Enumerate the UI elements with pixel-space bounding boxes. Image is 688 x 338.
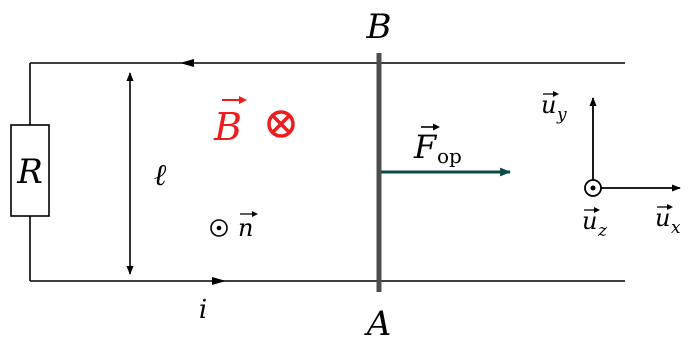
field-vector: B	[213, 96, 247, 149]
uy-label: u y	[541, 91, 567, 125]
uz-label: u z	[582, 207, 608, 241]
uy-subscript: y	[556, 105, 567, 125]
top-rail-arrow	[180, 59, 194, 67]
field-symbol: B	[213, 105, 242, 149]
rod-bottom-label: A	[364, 304, 392, 338]
force-label: F op	[413, 123, 462, 168]
uy-vector-arrowhead	[553, 91, 559, 97]
length-label: ℓ	[154, 158, 167, 193]
uz-out-of-page-icon	[584, 179, 602, 197]
uy-symbol: u	[541, 91, 556, 119]
ux-label: u x	[655, 204, 681, 238]
normal-symbol: n	[238, 214, 253, 242]
current-label: i	[199, 295, 207, 325]
uz-vector-arrowhead	[594, 207, 600, 213]
uz-symbol: u	[582, 207, 597, 235]
force-symbol: F	[413, 128, 438, 166]
bottom-rail-arrow	[212, 277, 226, 285]
ux-vector-arrowhead	[667, 204, 673, 210]
ux-subscript: x	[671, 218, 681, 238]
normal-vector-arrowhead	[252, 211, 258, 217]
rod-top-label: B	[366, 7, 392, 47]
resistor-box	[10, 124, 50, 217]
ux-symbol: u	[655, 204, 670, 232]
out-of-page-icon	[210, 219, 228, 237]
resistor-label: R	[16, 152, 43, 192]
force-subscript: op	[437, 144, 462, 168]
force-vector-arrowhead	[433, 123, 440, 131]
field-vector-arrowhead	[239, 96, 247, 104]
into-page-icon	[267, 110, 295, 138]
uz-subscript: z	[597, 221, 608, 241]
